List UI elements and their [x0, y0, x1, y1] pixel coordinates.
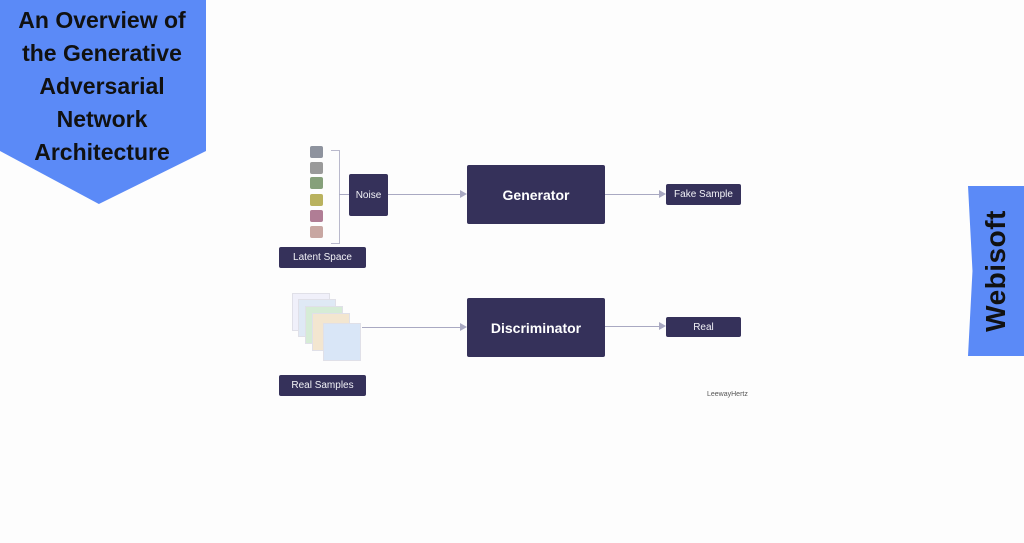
watermark: LeewayHertz: [707, 391, 748, 398]
fake-sample-box: Fake Sample: [666, 184, 741, 205]
discriminator-label: Discriminator: [490, 319, 582, 336]
arrow-samples-discriminator: [362, 327, 460, 328]
noise-box: Noise: [349, 174, 388, 216]
title-line: Network: [56, 106, 148, 132]
arrowhead-icon: [659, 190, 666, 198]
brand-tab: [968, 186, 1024, 356]
sample-card: [323, 323, 361, 361]
title-line: Architecture: [34, 139, 170, 165]
real-label: Real: [693, 321, 714, 333]
arrowhead-icon: [460, 323, 467, 331]
arrow-generator-fake: [605, 194, 659, 195]
arrowhead-icon: [460, 190, 467, 198]
generator-box: Generator: [467, 165, 605, 224]
arrowhead-icon: [659, 322, 666, 330]
page-title: An Overview of the Generative Adversaria…: [2, 4, 202, 169]
latent-swatch: [310, 226, 323, 238]
latent-swatch: [310, 210, 323, 222]
brand-name: Webisoft: [980, 210, 1011, 332]
title-line: An Overview of: [18, 7, 186, 33]
title-line: Adversarial: [39, 73, 165, 99]
latent-swatch: [310, 146, 323, 158]
latent-space-box: Latent Space: [279, 247, 366, 268]
latent-swatch: [310, 162, 323, 174]
discriminator-box: Discriminator: [467, 298, 605, 357]
arrow-discriminator-real: [605, 326, 659, 327]
latent-bracket: [331, 150, 340, 244]
noise-label: Noise: [355, 189, 382, 201]
connector-latent-noise: [339, 194, 349, 195]
arrow-noise-generator: [388, 194, 460, 195]
fake-sample-label: Fake Sample: [674, 189, 733, 200]
real-box: Real: [666, 317, 741, 337]
generator-label: Generator: [502, 186, 570, 203]
real-samples-label: Real Samples: [291, 380, 354, 391]
title-line: the Generative: [22, 40, 182, 66]
real-samples-box: Real Samples: [279, 375, 366, 396]
latent-swatch: [310, 194, 323, 206]
latent-swatch: [310, 177, 323, 189]
latent-space-label: Latent Space: [293, 252, 352, 263]
